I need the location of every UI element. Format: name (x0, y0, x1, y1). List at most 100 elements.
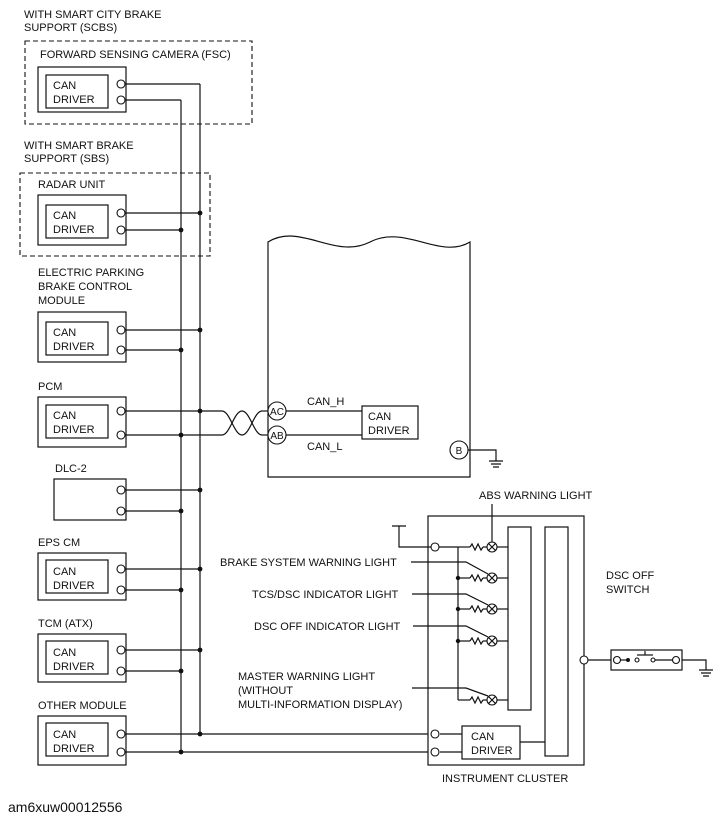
junction-dot (197, 731, 203, 737)
resistor-icon (469, 636, 484, 646)
fsc-module: CAN DRIVER (37, 66, 127, 113)
dsc-hu-cm-unit: AC AB CAN_H CAN_L CAN DRIVER B (267, 235, 503, 478)
cluster-terminal-can-h (430, 729, 440, 739)
radar-can-driver (45, 204, 109, 239)
module-terminals (116, 79, 126, 757)
pcm-can-driver (45, 404, 109, 439)
dsc-hu-cm-outline (267, 235, 471, 478)
eps-module-group: EPS CM CAN DRIVER (37, 537, 127, 601)
sbs-group-label-line2: SUPPORT (SBS) (24, 153, 109, 165)
other-terminal-l (116, 747, 126, 757)
dlc-terminal-h (116, 485, 126, 495)
switch-contact-open (634, 657, 640, 663)
module-can-stubs (126, 83, 435, 753)
radar-module: CAN DRIVER (37, 194, 127, 246)
cluster-terminal-power (430, 542, 440, 552)
cluster-terminal-dsc-switch (579, 655, 589, 665)
tcm-can-driver-label2: DRIVER (53, 661, 95, 673)
epb-label-line3: MODULE (38, 295, 85, 307)
lamp-row-master (458, 694, 508, 706)
cluster-can-driver-label2: DRIVER (471, 745, 513, 757)
tcs-leader-line (412, 593, 489, 606)
pcm-can-driver-label1: CAN (53, 410, 76, 422)
pcm-module-group: PCM CAN DRIVER (37, 381, 127, 448)
resistor-icon (469, 542, 484, 552)
master-warning-light-label-line3: MULTI-INFORMATION DISPLAY) (238, 699, 402, 711)
junction-dots (178, 210, 203, 755)
junction-dot (197, 210, 203, 216)
fsc-can-driver-label2: DRIVER (53, 94, 95, 106)
epb-can-driver-label1: CAN (53, 327, 76, 339)
pcm-can-driver-label2: DRIVER (53, 424, 95, 436)
dlc-terminal-l (116, 506, 126, 516)
instrument-cluster: INSTRUMENT CLUSTER CAN DRIVER (392, 515, 589, 785)
ground-icon (489, 460, 503, 468)
other-can-driver-label2: DRIVER (53, 743, 95, 755)
lamp-filament-icon (488, 605, 496, 613)
junction-dot (178, 227, 184, 233)
pcm-label: PCM (38, 381, 62, 393)
switch-terminal-a (612, 655, 622, 665)
pin-ac-label: AC (270, 407, 284, 418)
dsc-can-driver-label2: DRIVER (368, 425, 410, 437)
switch-contact-dot (626, 658, 630, 662)
abs-warning-light-label: ABS WARNING LIGHT (479, 490, 593, 502)
junction-dot (197, 487, 203, 493)
pin-b-ground-wire (468, 449, 497, 461)
cluster-can-driver-label1: CAN (471, 731, 494, 743)
lamp-row-brake (458, 572, 508, 584)
resistor-icon (469, 695, 484, 705)
resistor-icon (469, 573, 484, 583)
dsc-off-indicator-light-label: DSC OFF INDICATOR LIGHT (254, 621, 401, 633)
twisted-pair-strand-a (221, 410, 263, 436)
junction-dot (178, 668, 184, 674)
scbs-dashed-boundary (24, 40, 253, 125)
cluster-display-module-2 (544, 526, 569, 757)
eps-terminal-l (116, 585, 126, 595)
junction-dot (178, 508, 184, 514)
dsc-off-switch-label-line1: DSC OFF (606, 570, 655, 582)
switch-ground-wire (682, 659, 707, 670)
lamp-labels: ABS WARNING LIGHT BRAKE SYSTEM WARNING L… (220, 490, 593, 711)
brake-leader-line (411, 561, 489, 575)
tcs-dsc-indicator-light-label: TCS/DSC INDICATOR LIGHT (252, 589, 399, 601)
brake-system-warning-light-label: BRAKE SYSTEM WARNING LIGHT (220, 557, 397, 569)
sbs-dashed-boundary (19, 172, 211, 257)
dlc-connector-box (53, 478, 127, 521)
radar-can-driver-label1: CAN (53, 210, 76, 222)
fsc-terminal-h (116, 79, 126, 89)
other-module-label: OTHER MODULE (38, 700, 127, 712)
twisted-pair (181, 410, 268, 436)
eps-can-driver (45, 559, 109, 594)
radar-terminal-l (116, 225, 126, 235)
epb-module-group: ELECTRIC PARKING BRAKE CONTROL MODULE CA… (37, 267, 144, 363)
lamp-row-dsc-off (458, 635, 508, 647)
tcm-label: TCM (ATX) (38, 618, 93, 630)
scbs-group-label-line1: WITH SMART CITY BRAKE (24, 9, 162, 21)
dsc-off-switch: DSC OFF SWITCH (588, 570, 713, 677)
dsc-can-driver (361, 405, 419, 440)
epb-terminal-l (116, 345, 126, 355)
other-terminal-h (116, 729, 126, 739)
fsc-can-driver (45, 74, 109, 109)
eps-can-driver-label2: DRIVER (53, 580, 95, 592)
other-can-driver-label1: CAN (53, 729, 76, 741)
other-can-driver (45, 722, 109, 757)
ground-icon (699, 669, 713, 677)
can-wiring-diagram: WITH SMART CITY BRAKE SUPPORT (SCBS) FOR… (19, 9, 713, 785)
pcm-terminal-h (116, 406, 126, 416)
junction-dot (178, 347, 184, 353)
dsc-can-driver-label1: CAN (368, 411, 391, 423)
tcm-can-driver-label1: CAN (53, 647, 76, 659)
lamp-row-tcs (458, 603, 508, 615)
pcm-terminal-l (116, 430, 126, 440)
eps-label: EPS CM (38, 537, 80, 549)
lamp-filament-icon (488, 696, 496, 704)
pin-b-label: B (456, 446, 463, 457)
master-warning-light-label-line2: (WITHOUT (238, 685, 293, 697)
radar-terminal-h (116, 208, 126, 218)
sbs-group: WITH SMART BRAKE SUPPORT (SBS) RADAR UNI… (19, 140, 211, 257)
power-supply-wire (392, 525, 431, 548)
dsc-off-switch-label-line2: SWITCH (606, 584, 649, 596)
can-l-label: CAN_L (307, 441, 342, 453)
